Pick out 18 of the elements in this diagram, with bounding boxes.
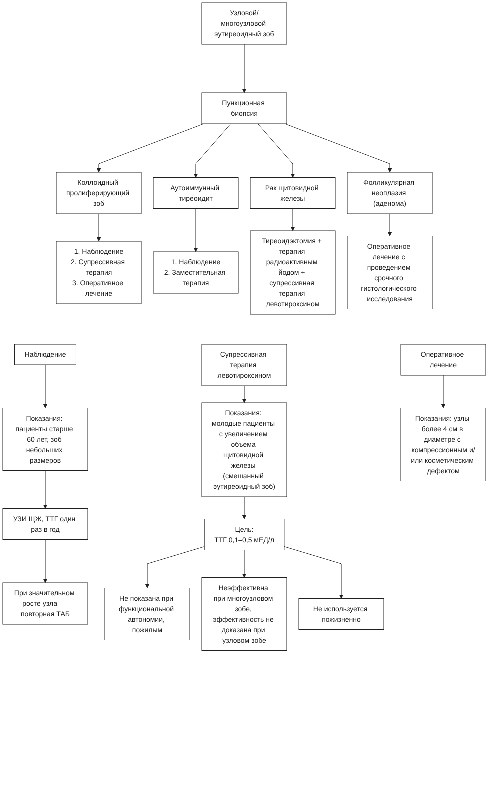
arrow	[242, 386, 247, 404]
arrow	[43, 470, 48, 509]
arrow	[96, 124, 204, 173]
arrow	[145, 546, 205, 588]
arrow	[441, 375, 446, 408]
arrow	[242, 496, 247, 520]
arrow	[194, 208, 198, 252]
arrow	[194, 124, 232, 178]
arrow	[242, 44, 247, 94]
arrow	[242, 550, 247, 578]
arrow	[284, 546, 344, 599]
arrow	[290, 208, 296, 232]
arrow	[96, 214, 102, 242]
arrow	[43, 540, 48, 584]
arrow	[284, 124, 392, 173]
arrow	[43, 364, 48, 408]
arrow	[388, 214, 392, 236]
arrow	[258, 124, 296, 178]
